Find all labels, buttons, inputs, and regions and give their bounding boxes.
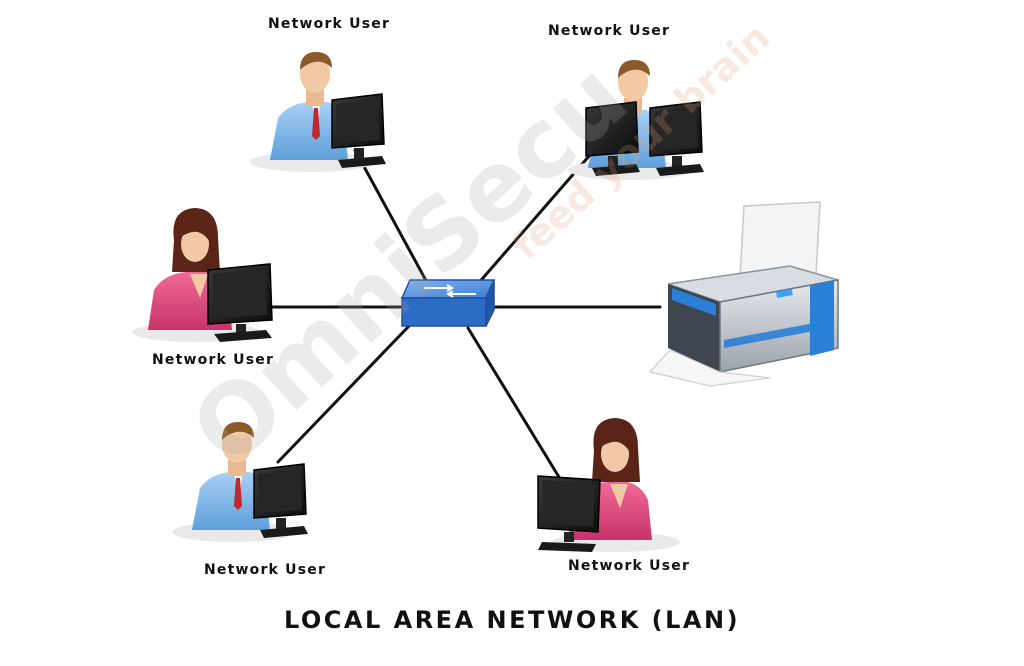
printer [648,201,839,387]
network-user-bottom-left [171,421,309,543]
network-cables [268,148,662,484]
network-user-top-right [567,59,705,181]
label-user-mid-left: Network User [152,352,275,368]
network-user-top-left [249,51,387,173]
label-user-bottom-right: Network User [568,558,691,574]
network-switch [400,279,496,327]
cable-bottom-right [466,326,564,484]
cable-top-left [353,148,432,290]
diagram-caption: LOCAL AREA NETWORK (LAN) [283,606,741,634]
label-user-bottom-left: Network User [204,562,327,578]
network-user-mid-left [132,208,273,342]
label-user-top-left: Network User [268,16,391,32]
network-user-bottom-right [537,418,680,552]
label-user-top-right: Network User [548,23,671,39]
cable-bottom-left [276,323,412,464]
cable-top-right [474,153,592,288]
